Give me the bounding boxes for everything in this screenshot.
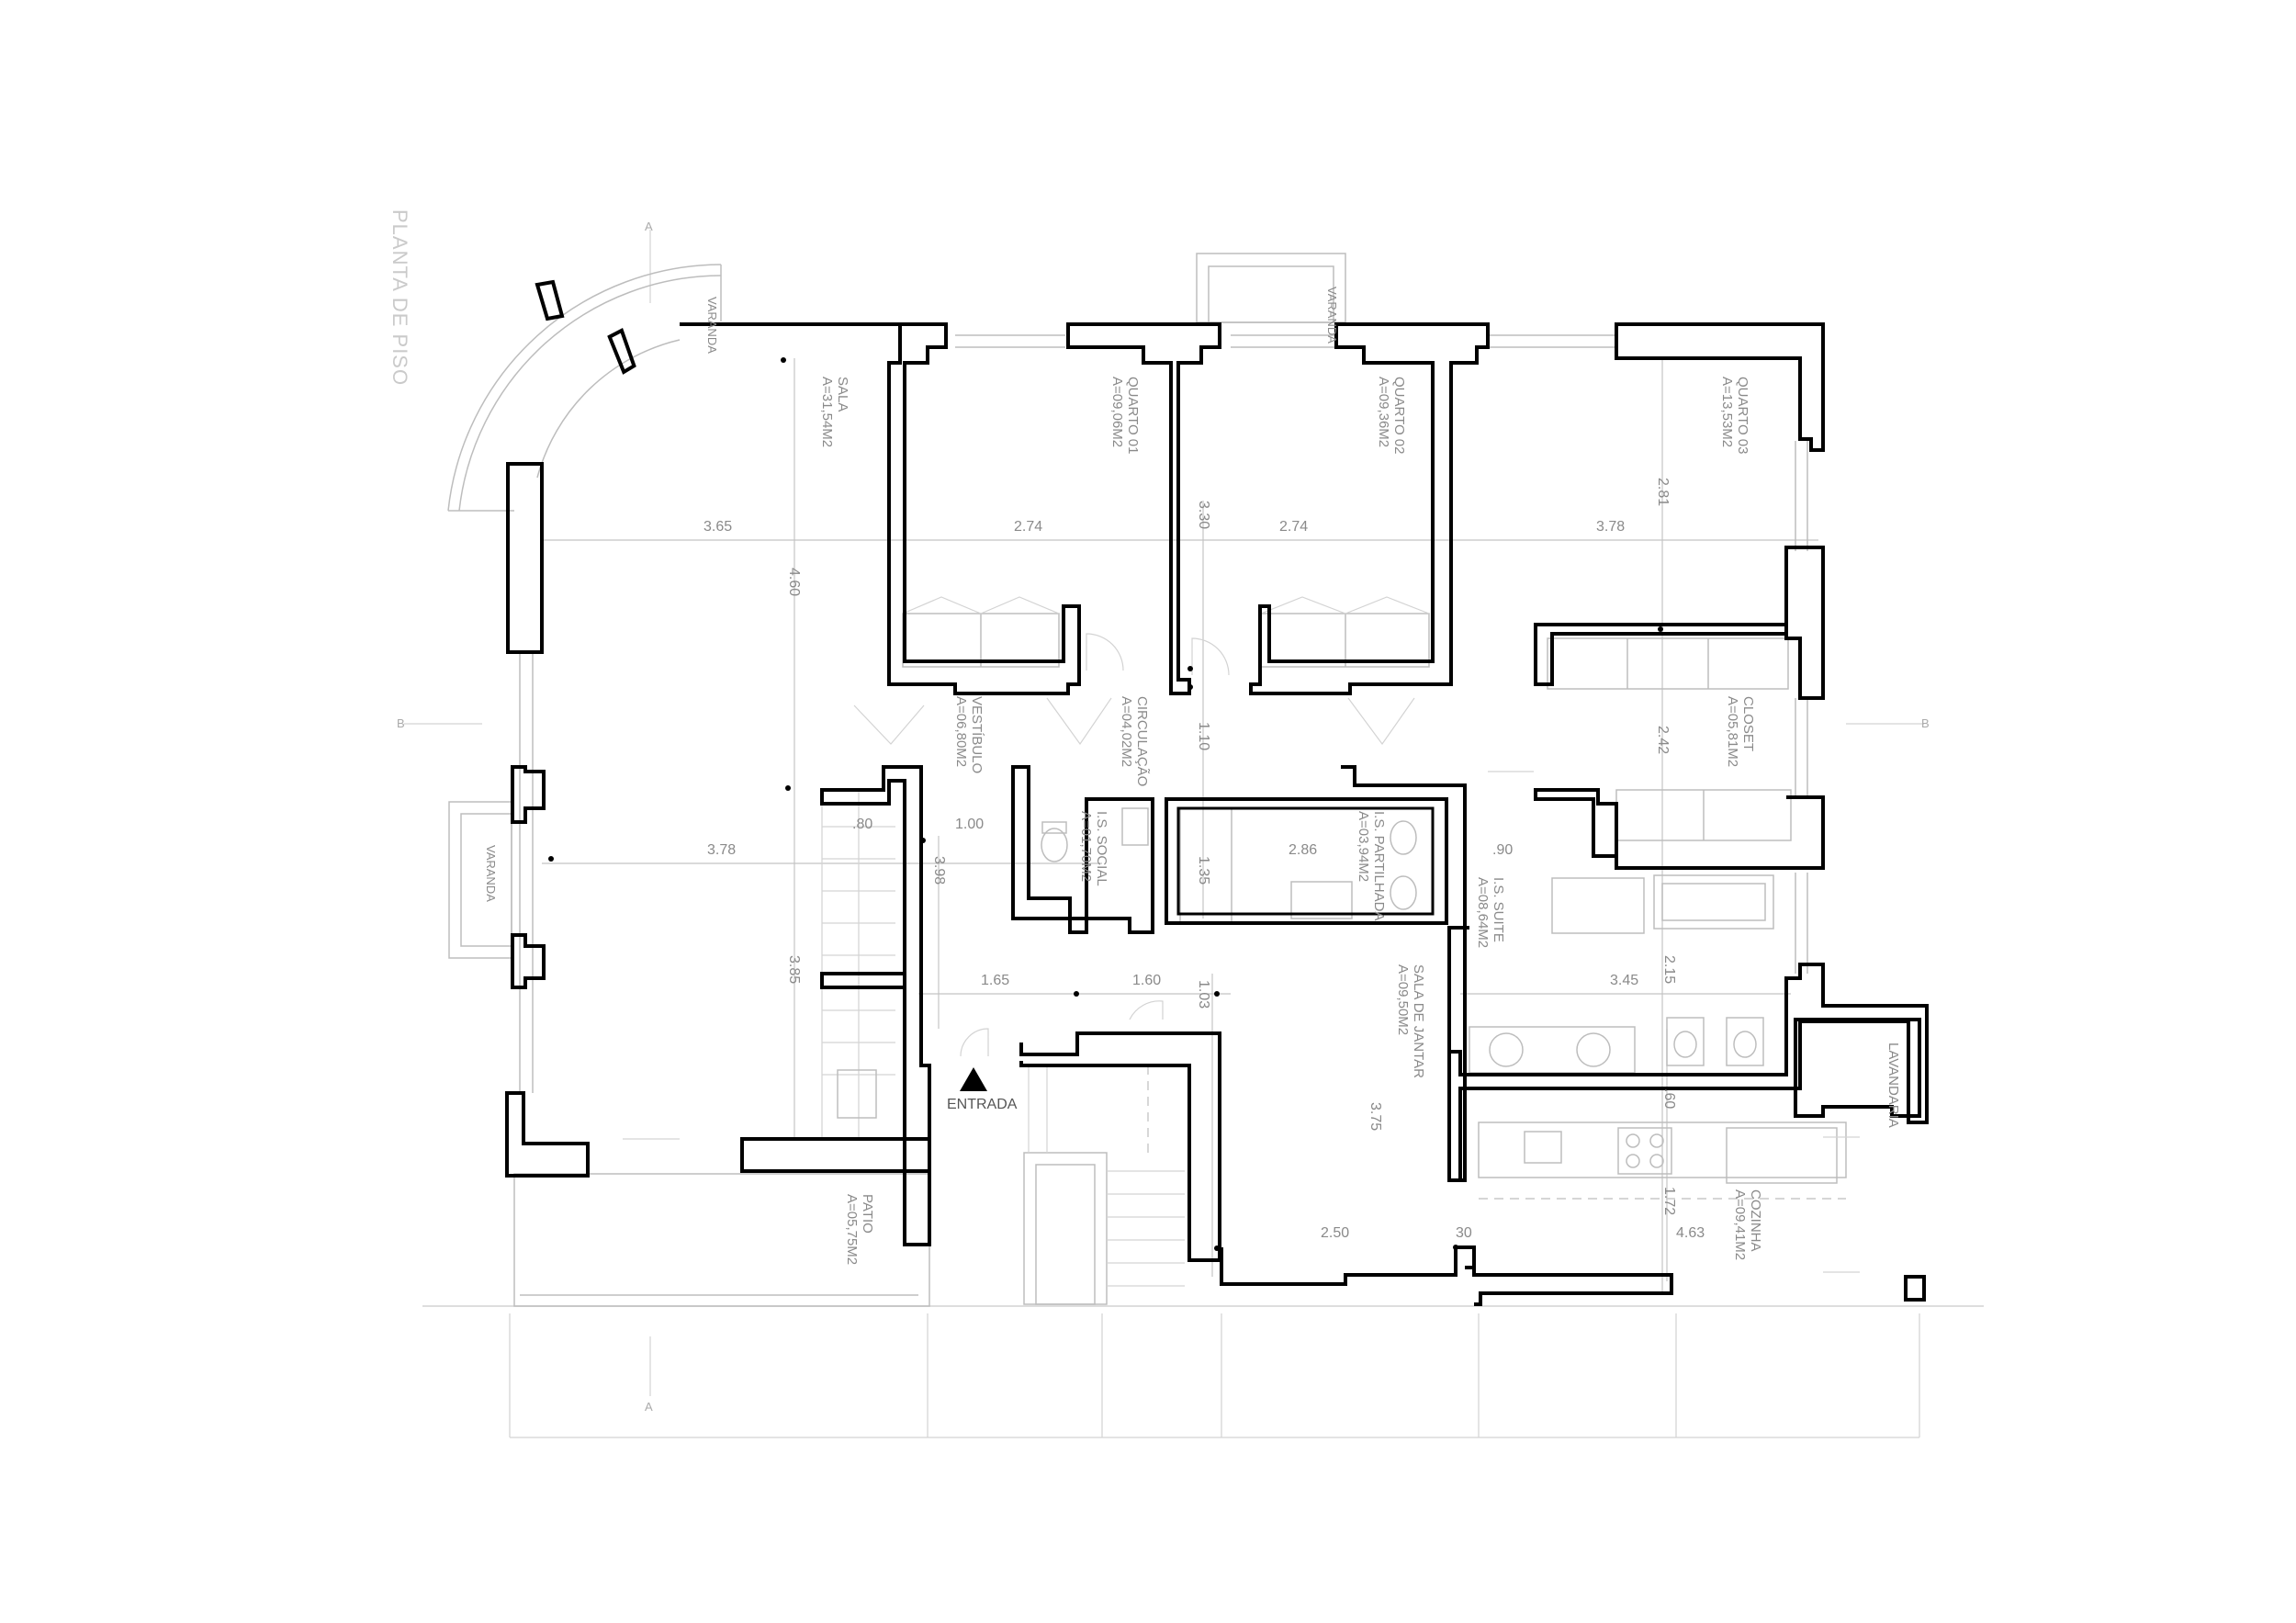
dim-4-60: 4.60 bbox=[786, 568, 802, 597]
dim-2-86: 2.86 bbox=[1289, 842, 1318, 858]
construction-lines bbox=[404, 230, 1984, 1438]
dim-1-72: 1.72 bbox=[1661, 1187, 1677, 1216]
dim-4-63: 4.63 bbox=[1676, 1225, 1705, 1241]
dim-3-78-b: 3.78 bbox=[707, 842, 737, 858]
dim-3-75: 3.75 bbox=[1367, 1102, 1383, 1132]
dim-1-03: 1.03 bbox=[1196, 980, 1211, 1009]
structural-dots bbox=[548, 357, 1663, 1251]
dim-1-10: 1.10 bbox=[1196, 722, 1211, 751]
dim-0-90: .90 bbox=[1492, 842, 1514, 858]
section-mark-a-bottom: A bbox=[645, 1400, 653, 1414]
dim-1-35: 1.35 bbox=[1196, 856, 1211, 885]
varanda-round: VARANDA bbox=[705, 297, 719, 354]
section-mark-b-right: B bbox=[1921, 716, 1930, 730]
room-lavandaria: LAVANDARIA bbox=[1885, 1043, 1901, 1128]
dim-2-50: 2.50 bbox=[1321, 1225, 1350, 1241]
dim-0-80: .80 bbox=[852, 817, 873, 832]
dim-3-98: 3.98 bbox=[931, 856, 947, 885]
entrance-marker bbox=[960, 1067, 987, 1091]
dim-3-65: 3.65 bbox=[703, 519, 733, 535]
walls bbox=[505, 279, 1929, 1306]
dim-1-65: 1.65 bbox=[981, 973, 1010, 988]
page-title: PLANTA DE PISO bbox=[388, 209, 411, 387]
section-mark-b-left: B bbox=[397, 716, 405, 730]
dim-2-15: 2.15 bbox=[1661, 955, 1677, 985]
dim-0-60: .60 bbox=[1661, 1088, 1677, 1110]
dim-2-81: 2.81 bbox=[1655, 478, 1671, 507]
varanda-left: VARANDA bbox=[484, 845, 498, 902]
dim-1-60: 1.60 bbox=[1132, 973, 1162, 988]
varanda-top: VARANDA bbox=[1325, 287, 1339, 344]
dim-3-30: 3.30 bbox=[1196, 501, 1211, 530]
dim-2-42: 2.42 bbox=[1655, 726, 1671, 755]
dim-1-00: 1.00 bbox=[955, 817, 985, 832]
entrance-label: ENTRADA bbox=[947, 1097, 1018, 1112]
dim-3-78-a: 3.78 bbox=[1596, 519, 1626, 535]
dim-3-85: 3.85 bbox=[786, 955, 802, 985]
dim-0-30: 30 bbox=[1456, 1225, 1472, 1241]
dim-3-45: 3.45 bbox=[1610, 973, 1639, 988]
dim-2-74-a: 2.74 bbox=[1014, 519, 1043, 535]
section-mark-a-top: A bbox=[645, 220, 653, 233]
dim-2-74-b: 2.74 bbox=[1279, 519, 1309, 535]
